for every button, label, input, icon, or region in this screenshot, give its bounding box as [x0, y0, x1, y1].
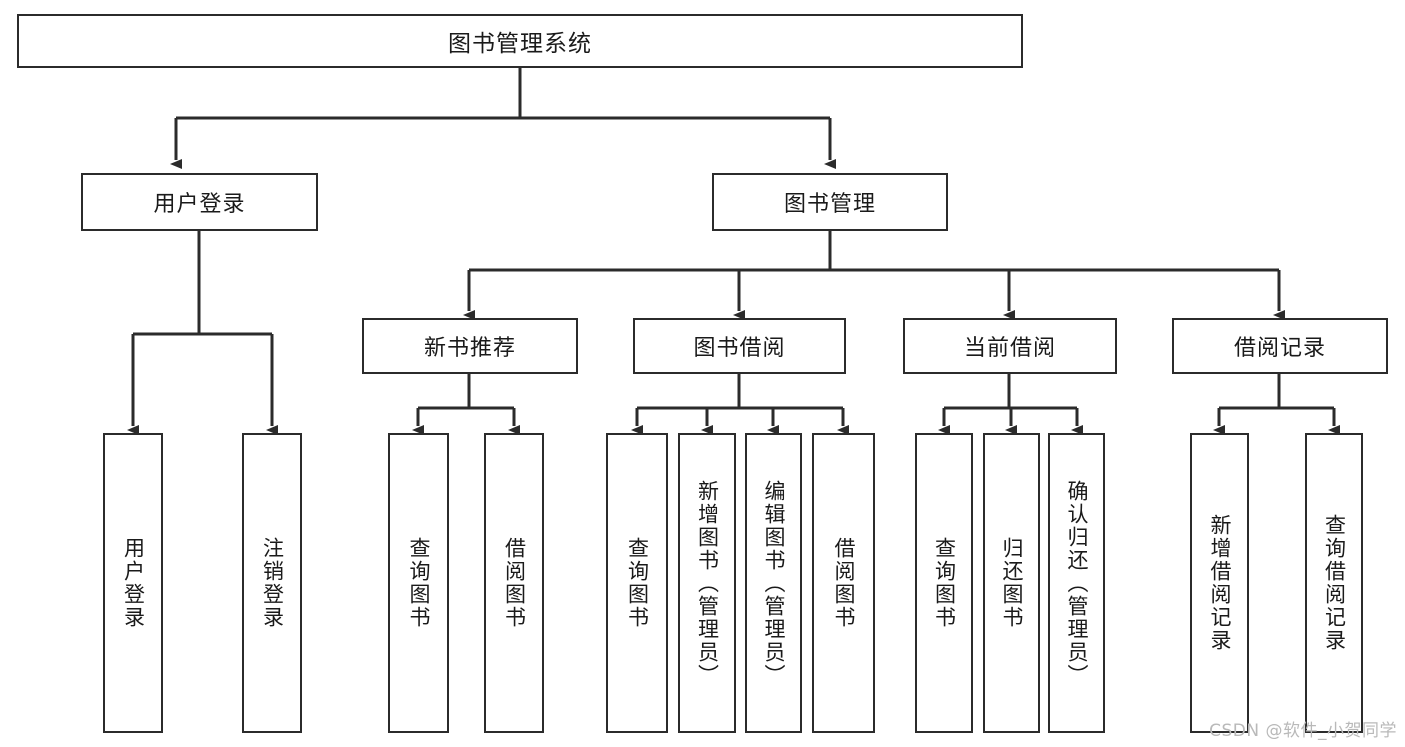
leaf-book-borrow-edit[interactable]: 编辑图书（管理员） — [745, 433, 802, 733]
node-label: 新书推荐 — [423, 336, 516, 361]
node-label: 注销登录 — [260, 537, 285, 629]
node-label: 新增借阅记录 — [1207, 514, 1232, 652]
node-label: 借阅图书 — [831, 537, 856, 629]
leaf-user-login-login[interactable]: 用户登录 — [103, 433, 163, 733]
leaf-book-borrow-query[interactable]: 查询图书 — [606, 433, 668, 733]
node-label: 借阅图书 — [502, 537, 527, 629]
node-label: 查询图书 — [932, 537, 957, 629]
node-label: 查询借阅记录 — [1322, 514, 1347, 652]
leaf-current-borrow-return[interactable]: 归还图书 — [983, 433, 1040, 733]
node-label: 图书管理系统 — [448, 31, 592, 57]
node-current-borrow[interactable]: 当前借阅 — [903, 318, 1117, 374]
leaf-new-book-borrow[interactable]: 借阅图书 — [484, 433, 544, 733]
node-label: 用户登录 — [153, 192, 246, 217]
node-user-login[interactable]: 用户登录 — [81, 173, 318, 231]
node-label: 查询图书 — [406, 537, 431, 629]
node-label: 查询图书 — [625, 537, 650, 629]
leaf-borrow-record-add[interactable]: 新增借阅记录 — [1190, 433, 1249, 733]
node-label: 图书管理 — [783, 192, 876, 217]
leaf-new-book-query[interactable]: 查询图书 — [388, 433, 449, 733]
node-label: 图书借阅 — [693, 336, 786, 361]
node-label: 用户登录 — [121, 537, 146, 629]
node-label: 确认归还（管理员） — [1064, 479, 1089, 687]
watermark: CSDN @软件_小贺同学 — [1209, 721, 1397, 741]
leaf-book-borrow-borrow[interactable]: 借阅图书 — [812, 433, 875, 733]
node-label: 编辑图书（管理员） — [761, 479, 786, 687]
leaf-current-borrow-confirm[interactable]: 确认归还（管理员） — [1048, 433, 1105, 733]
node-borrow-record[interactable]: 借阅记录 — [1172, 318, 1388, 374]
node-label: 当前借阅 — [963, 336, 1056, 361]
node-label: 借阅记录 — [1233, 336, 1326, 361]
node-label: 归还图书 — [999, 537, 1024, 629]
leaf-borrow-record-query[interactable]: 查询借阅记录 — [1305, 433, 1363, 733]
node-book-borrow[interactable]: 图书借阅 — [633, 318, 846, 374]
node-root-system[interactable]: 图书管理系统 — [17, 14, 1023, 68]
leaf-current-borrow-query[interactable]: 查询图书 — [915, 433, 973, 733]
node-label: 新增图书（管理员） — [695, 479, 720, 687]
leaf-user-login-logout[interactable]: 注销登录 — [242, 433, 302, 733]
node-new-book-recommend[interactable]: 新书推荐 — [362, 318, 578, 374]
node-book-management[interactable]: 图书管理 — [712, 173, 948, 231]
leaf-book-borrow-add[interactable]: 新增图书（管理员） — [678, 433, 736, 733]
